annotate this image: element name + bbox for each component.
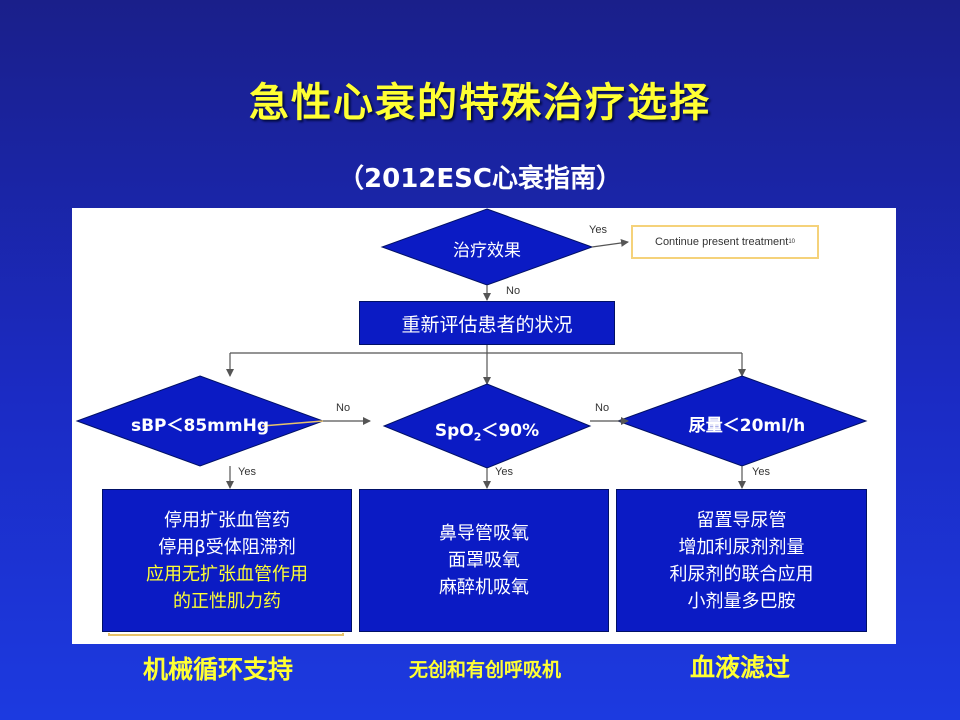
urine-action-line-3: 利尿剂的联合应用 [669,563,814,585]
sbp-decision-diamond [75,375,325,467]
spo2-suffix: ＜90% [481,421,540,441]
continue-treatment-ref: 10 [788,239,795,245]
urine-action-line-1: 留置导尿管 [696,509,787,531]
urine-action-line-2: 增加利尿剂剂量 [678,536,805,558]
no-label-spo2: No [595,402,610,414]
sbp-action-box: 停用扩张血管药 停用β受体阻滞剂 应用无扩张血管作用 的正性肌力药 [102,489,352,632]
slide-title: 急性心衰的特殊治疗选择 [249,80,711,126]
spo2-prefix: SpO [434,421,474,441]
yes-label-sbp: Yes [238,466,256,478]
sbp-diamond-highlight [261,420,324,427]
yes-arrow-continue [591,239,629,248]
urine-decision-label: 尿量＜20ml/h [688,416,806,436]
urine-action-box: 留置导尿管 增加利尿剂剂量 利尿剂的联合应用 小剂量多巴胺 [616,489,867,632]
sbp-action-line-2: 停用β受体阻滞剂 [158,536,296,558]
bottom-label-hemofiltration: 血液滤过 [689,653,790,682]
spo2-action-box: 鼻导管吸氧 面罩吸氧 麻醉机吸氧 [359,489,609,632]
slide-subtitle: （2012ESC心衰指南） [338,164,622,194]
spo2-decision-label: SpO2＜90% [402,416,572,443]
sbp-action-line-3: 应用无扩张血管作用 [146,563,308,585]
sbp-action-line-1: 停用扩张血管药 [164,509,290,531]
no-label-sbp: No [336,402,351,414]
reassess-box: 重新评估患者的状况 [359,301,615,345]
urine-action-line-4: 小剂量多巴胺 [687,590,796,612]
yes-label-top: Yes [589,224,607,236]
spo2-action-line-2: 面罩吸氧 [448,550,520,571]
spo2-action-line-3: 麻醉机吸氧 [439,577,529,598]
spo2-sub: 2 [473,430,482,444]
yes-label-urine: Yes [752,466,770,478]
effect-decision-label: 治疗效果 [453,241,521,261]
spo2-action-line-1: 鼻导管吸氧 [439,523,529,544]
bottom-label-ventilator: 无创和有创呼吸机 [408,659,561,681]
sbp-box-underline [108,633,344,636]
no-label-top: No [506,285,521,297]
continue-treatment-text: Continue present treatment [655,236,789,248]
sbp-action-line-4: 的正性肌力药 [173,590,281,612]
sbp-decision-label: sBP＜85mmHg [130,416,270,436]
yes-label-spo2: Yes [495,466,513,478]
bottom-label-mechanical: 机械循环支持 [142,655,293,684]
